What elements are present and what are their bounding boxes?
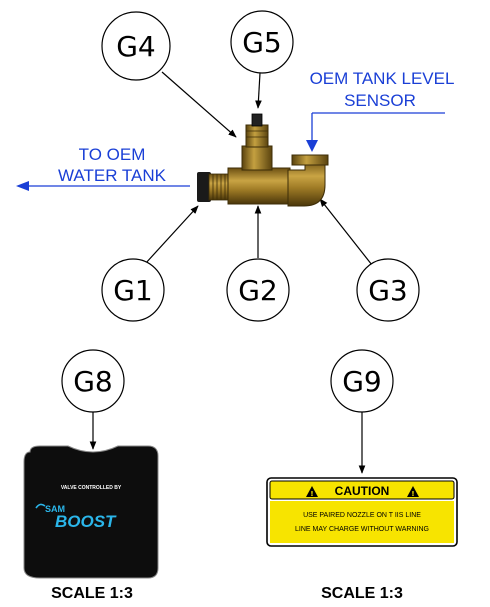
badge-logo-swoosh-icon (35, 503, 46, 509)
tee-body (227, 167, 291, 205)
balloon-g9: G9 (330, 349, 394, 413)
balloon-g4: G4 (101, 11, 171, 81)
caution-warning-icon-right (407, 486, 419, 497)
caution-line-2: LINE MAY CHARGE WITHOUT WARNING (295, 526, 429, 533)
threaded-fitting (208, 173, 230, 201)
balloon-g3: G3 (356, 258, 420, 322)
note-water-tank-line2: WATER TANK (58, 166, 167, 185)
balloon-g1-label: G1 (113, 274, 153, 307)
balloon-g2-label: G2 (238, 274, 278, 307)
badge-brand-top: SAM (45, 504, 65, 514)
note-water-tank-line1: TO OEM (79, 145, 146, 164)
badge-tagline: VALVE CONTROLLED BY (61, 485, 122, 491)
svg-text:!: ! (411, 490, 414, 498)
note-tank-level-line1: OEM TANK LEVEL (310, 69, 455, 88)
hex-nut (197, 172, 211, 202)
balloon-g4-label: G4 (116, 30, 156, 63)
balloon-g1: G1 (101, 258, 165, 322)
balloon-g5-label: G5 (242, 26, 282, 59)
water-tank-arrow-head (16, 181, 29, 191)
elbow-fitting (287, 159, 326, 207)
elbow-socket (291, 154, 329, 166)
balloon-g8: G8 (61, 349, 125, 413)
balloon-g8-label: G8 (73, 365, 113, 398)
svg-text:!: ! (310, 490, 313, 498)
balloon-g9-label: G9 (342, 365, 382, 398)
balloon-g3-label: G3 (368, 274, 408, 307)
leader-g3 (319, 198, 373, 266)
balloon-g2: G2 (226, 258, 290, 322)
note-tank-level-sensor: OEM TANK LEVEL SENSOR (310, 69, 455, 110)
balloon-g5: G5 (230, 10, 294, 74)
valve-stem (241, 145, 273, 171)
sam-boost-badge: VALVE CONTROLLED BY SAM BOOST (23, 445, 159, 579)
sensor-arrow-head (306, 140, 318, 152)
note-tank-level-line2: SENSOR (344, 91, 416, 110)
valve-bonnet (245, 124, 269, 148)
badge-brand-bottom: BOOST (55, 512, 117, 531)
scale-label-right: SCALE 1:3 (321, 585, 403, 602)
note-water-tank: TO OEM WATER TANK (58, 145, 167, 185)
note-leaders (16, 112, 445, 191)
scale-label-left: SCALE 1:3 (51, 585, 133, 602)
valve-cap (251, 113, 263, 127)
leader-g1 (144, 205, 199, 265)
caution-warning-icon (306, 486, 318, 497)
leader-g4 (161, 71, 237, 138)
caution-label: ! CAUTION ! USE PAIRED NOZZLE ON T IIS L… (266, 477, 458, 547)
caution-line-1: USE PAIRED NOZZLE ON T IIS LINE (303, 512, 421, 519)
valve-assembly (197, 113, 329, 207)
leader-g5 (255, 72, 262, 109)
caution-title: CAUTION (335, 484, 390, 498)
